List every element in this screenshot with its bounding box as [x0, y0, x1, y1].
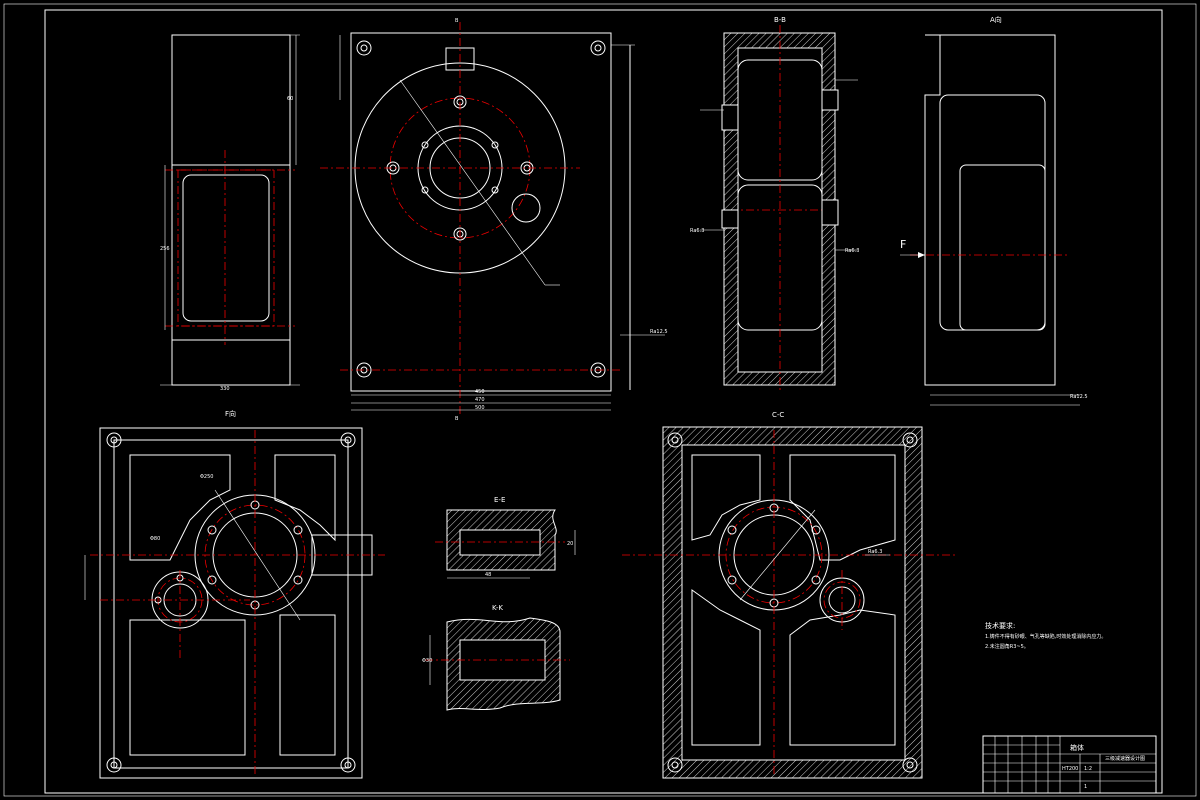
svg-text:Ra6.3: Ra6.3	[845, 248, 859, 254]
tech-req-item-2: 2.未注圆角R3~5。	[985, 643, 1029, 650]
view-f-bottom-left: F向 Φ250 Φ80	[84, 409, 385, 779]
view-f-label: F向	[225, 409, 236, 418]
tech-req-item-1: 1.铸件不得有砂眼、气孔等缺陷,时效处理消除内应力。	[985, 633, 1106, 640]
svg-text:Φ30: Φ30	[422, 658, 432, 664]
part-name: 箱体	[1070, 743, 1084, 752]
svg-text:B: B	[455, 18, 459, 24]
view-a-top-right: A向 F Ra12.5	[900, 15, 1088, 406]
section-k-view: K-K Φ30	[422, 604, 570, 711]
drawing-name: 三级减速器设计图	[1105, 755, 1145, 762]
svg-text:Ra6.3: Ra6.3	[690, 228, 704, 234]
svg-text:500: 500	[475, 405, 485, 411]
svg-text:256: 256	[160, 246, 170, 252]
tech-req-title: 技术要求:	[985, 621, 1015, 630]
svg-text:450: 450	[475, 389, 485, 395]
svg-text:48: 48	[485, 572, 491, 578]
technical-requirements: 技术要求: 1.铸件不得有砂眼、气孔等缺陷,时效处理消除内应力。 2.未注圆角R…	[985, 621, 1106, 650]
view-a-label: A向	[990, 15, 1002, 24]
section-label-top: B-B	[774, 16, 786, 24]
svg-text:B: B	[455, 416, 459, 422]
section-view-top: B-B Ra6.3 Ra6.3	[690, 16, 859, 390]
svg-text:470: 470	[475, 397, 485, 403]
scale: 1:2	[1084, 766, 1092, 772]
side-view-left: 330 60 256	[160, 34, 300, 392]
title-block: 箱体 三级减速器设计图 HT200 1:2 1	[982, 735, 1157, 794]
svg-text:60: 60	[287, 96, 293, 102]
section-e-view: E-E 48 20	[435, 496, 576, 579]
section-k-label: K-K	[492, 604, 503, 612]
drawing-border-inner	[44, 9, 1163, 794]
svg-text:Φ250: Φ250	[200, 474, 213, 480]
drawing-border-outer	[3, 3, 1197, 797]
svg-text:Φ80: Φ80	[150, 536, 160, 542]
svg-text:Ra12.5: Ra12.5	[650, 329, 668, 335]
svg-text:Ra6.3: Ra6.3	[868, 549, 882, 555]
material: HT200	[1062, 766, 1078, 772]
svg-text:Ra12.5: Ra12.5	[1070, 394, 1088, 400]
section-e-label: E-E	[494, 496, 505, 504]
section-c-label: C-C	[772, 411, 784, 419]
sheet: 1	[1084, 784, 1087, 790]
svg-text:20: 20	[567, 541, 573, 547]
front-view-top: 450 470 500 B B Ra12.5	[320, 18, 668, 422]
svg-text:330: 330	[220, 386, 230, 392]
direction-f-arrow-label: F	[900, 238, 906, 251]
section-c-view: C-C Ra6.3	[622, 411, 955, 779]
